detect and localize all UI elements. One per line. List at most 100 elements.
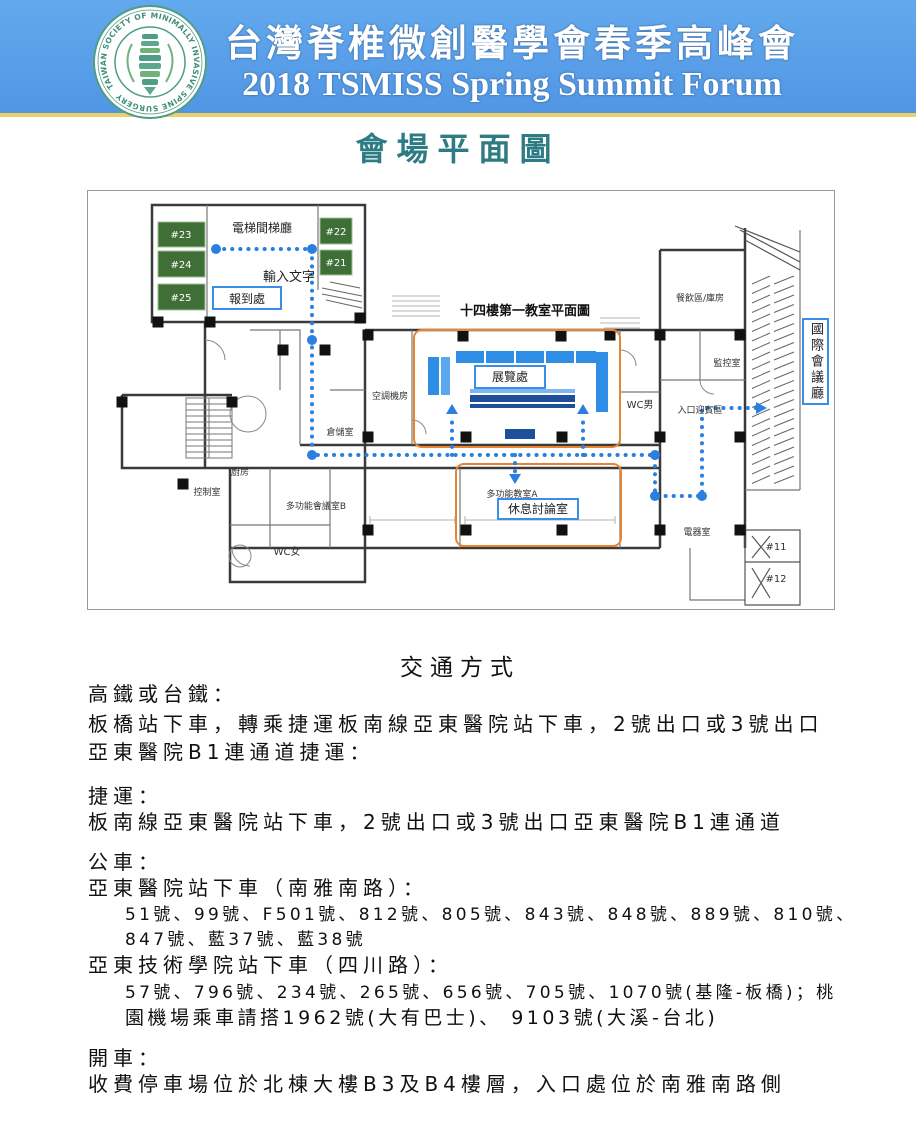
seat-row <box>773 465 795 475</box>
mrt-line: 板南線亞東醫院站下車，2號出口或3號出口亞東醫院B1連通道 <box>88 810 785 834</box>
arrow-up-icon <box>446 404 458 414</box>
logo-vertebra <box>139 63 161 69</box>
route-node <box>307 244 317 254</box>
exhibition-booths <box>428 351 608 439</box>
column <box>654 524 666 536</box>
column <box>555 330 567 342</box>
column <box>362 431 374 443</box>
control-room-label: 控制室 <box>193 486 220 498</box>
bus-heading: 公車： <box>88 850 163 874</box>
lounge-highlight <box>455 463 622 547</box>
seat-row <box>751 370 771 380</box>
seat-row <box>773 323 795 332</box>
arrow-down-icon <box>509 474 521 484</box>
seat-row <box>773 351 795 361</box>
elevator-11-label: #11 <box>765 542 786 553</box>
kitchen-label: 廚房 <box>231 466 249 478</box>
bus-routes: 57號、796號、234號、265號、656號、705號、1070號(基隆-板橋… <box>125 983 837 1003</box>
seat-row <box>773 313 795 323</box>
column <box>362 329 374 341</box>
plan-title: 十四樓第一教室平面圖 <box>460 303 590 319</box>
transport-title: 交通方式 <box>400 655 520 681</box>
floorplan-heading: 會場平面圖 <box>355 130 561 168</box>
booth-table <box>441 357 450 395</box>
seat-row <box>773 418 795 427</box>
seat-row <box>773 456 795 465</box>
column <box>604 329 616 341</box>
seat-row <box>751 313 771 323</box>
route-path-main <box>214 247 758 498</box>
seat-row <box>751 446 771 456</box>
seat-row <box>773 342 795 351</box>
seat-row <box>751 351 771 361</box>
structural-columns <box>116 312 746 536</box>
exhibition-highlight <box>413 329 621 448</box>
logo-sacrum <box>144 87 156 95</box>
column <box>654 329 666 341</box>
booth-table <box>486 351 514 363</box>
column <box>362 524 374 536</box>
column <box>319 344 331 356</box>
bus-routes: 園機場乘車請搭1962號(大有巴士)、 9103號(大溪-台北) <box>125 1007 719 1029</box>
seat-row <box>773 408 795 418</box>
exhibition-label: 展覽處 <box>492 370 528 384</box>
column <box>734 431 746 443</box>
bus-stop-name: 亞東技術學院站下車（四川路）： <box>88 953 453 977</box>
seat-row <box>751 465 771 475</box>
exhibition-box <box>474 365 546 389</box>
electrical-room-label: 電器室 <box>683 526 710 538</box>
room-23 <box>157 221 206 248</box>
lounge-box <box>497 498 579 520</box>
car-line: 收費停車場位於北棟大樓B3及B4樓層，入口處位於南雅南路側 <box>88 1072 786 1096</box>
route-node <box>307 335 317 345</box>
column <box>556 524 568 536</box>
registration-box <box>212 286 282 310</box>
room-23-label: #23 <box>170 230 191 241</box>
seat-row <box>773 361 795 370</box>
logo-leaf-left <box>126 43 135 83</box>
logo-leaf-right <box>165 43 174 83</box>
seat-row <box>751 380 771 389</box>
arrow-up-icon <box>577 404 589 414</box>
seat-row <box>751 389 771 399</box>
spiral-stair <box>229 395 267 433</box>
logo-spine-icon <box>126 34 174 95</box>
column <box>354 312 366 324</box>
elevator-12-label: #12 <box>765 574 786 585</box>
room-21-label: #21 <box>325 258 346 269</box>
bus-routes: 847號、藍37號、藍38號 <box>125 930 366 950</box>
bus-routes: 51號、99號、F501號、812號、805號、843號、848號、889號、8… <box>125 905 857 925</box>
logo-vertebra <box>142 34 158 39</box>
room-22 <box>319 217 353 245</box>
logo-ring-line <box>97 9 203 115</box>
seat-row <box>751 475 771 484</box>
column <box>277 344 289 356</box>
monitor-room-label: 監控室 <box>713 357 740 369</box>
booth-table <box>546 351 574 363</box>
seat-row <box>751 408 771 418</box>
building-edge-lines <box>734 225 801 271</box>
entrance-label: 入口迎賓區 <box>677 404 722 416</box>
mrt-heading: 捷運： <box>88 784 163 808</box>
meeting-room-b-label: 多功能會議室B <box>286 500 346 512</box>
seat-row <box>773 275 795 285</box>
seat-row <box>751 399 771 408</box>
room-24 <box>157 250 206 278</box>
booth-table <box>470 389 575 393</box>
rail-heading: 高鐵或台鐵： <box>88 682 238 706</box>
room-25 <box>157 283 206 311</box>
logo-vertebra <box>141 41 159 46</box>
booth-table <box>428 357 439 395</box>
green-rooms: #23 #24 #25 #22 #21 <box>157 217 353 311</box>
seat-row <box>773 475 795 484</box>
room-25-label: #25 <box>170 293 191 304</box>
seat-row <box>751 437 771 446</box>
rail-line: 板橋站下車，轉乘捷運板南線亞東醫院站下車，2號出口或3號出口 <box>88 712 824 736</box>
legend-notes <box>392 295 640 329</box>
lounge-label: 休息討論室 <box>508 501 568 516</box>
seat-row <box>773 446 795 456</box>
arrow-right-icon <box>756 402 767 414</box>
column <box>152 316 164 328</box>
seat-row <box>751 332 771 342</box>
column <box>116 396 128 408</box>
